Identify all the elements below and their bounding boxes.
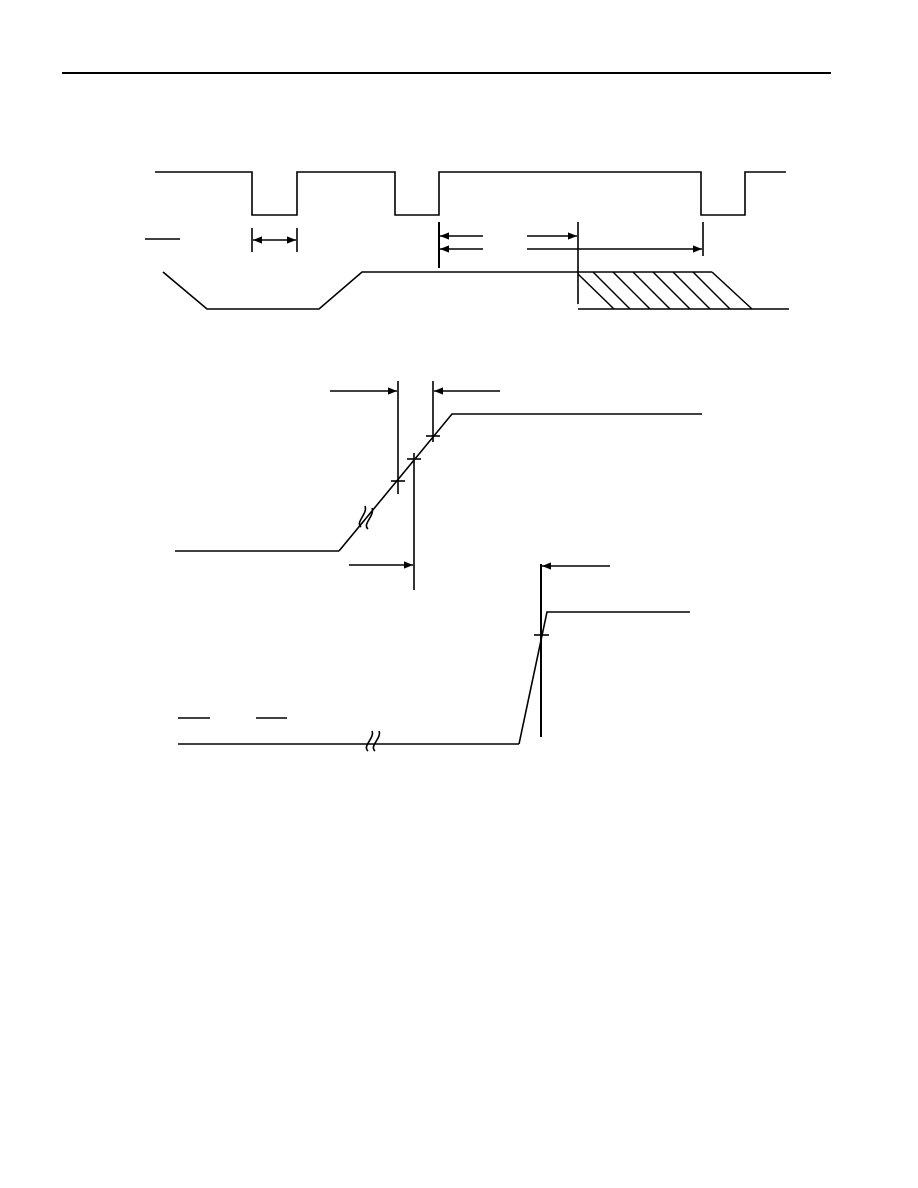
pulse-train-waveform	[155, 171, 786, 216]
step-edge	[518, 611, 690, 745]
rise-diagram	[175, 381, 702, 590]
rise-ramp	[338, 413, 702, 552]
data-invalid-hatch	[577, 271, 753, 310]
step-diagram	[178, 562, 690, 752]
data-output-waveform	[162, 271, 712, 310]
break-mark	[365, 730, 381, 752]
break-mark	[358, 505, 374, 530]
timing-diagram	[145, 171, 789, 310]
